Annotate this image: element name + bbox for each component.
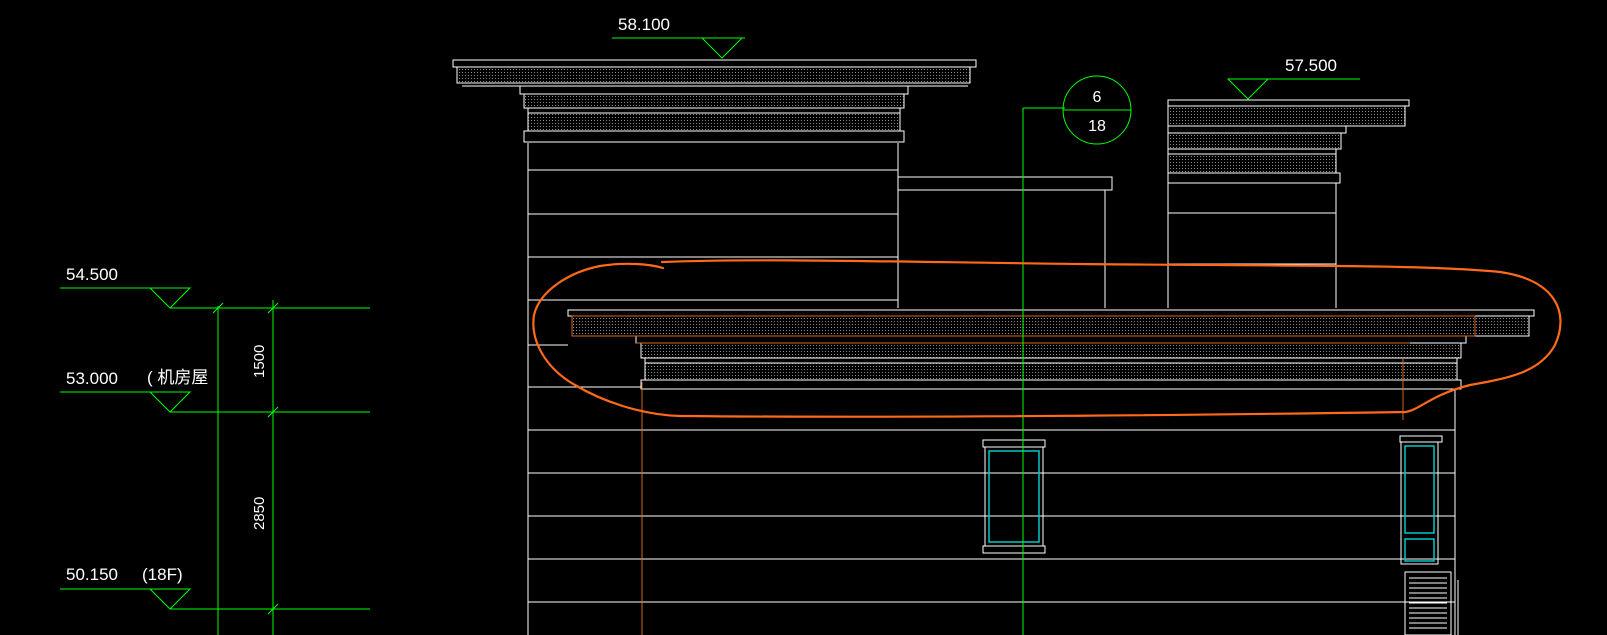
markup-circle bbox=[532, 259, 1562, 418]
right-window-head bbox=[1399, 435, 1443, 443]
level-label-54500: 54.500 bbox=[66, 265, 118, 284]
long-cornice-band-1 bbox=[571, 315, 1530, 337]
grid-bubble-bottom: 18 bbox=[1088, 118, 1106, 135]
right-window-glass-lower bbox=[1404, 538, 1435, 562]
tower-cornice-band-2 bbox=[519, 85, 909, 95]
tower-cornice-band-4 bbox=[527, 107, 901, 114]
tower-cornice-band-6 bbox=[523, 130, 905, 143]
long-cornice-band-4 bbox=[644, 357, 1458, 364]
right-cornice-band-1 bbox=[1167, 105, 1406, 127]
window-glazing bbox=[988, 445, 1435, 562]
louver-slats bbox=[1409, 577, 1447, 629]
level-label-58100: 58.100 bbox=[618, 15, 670, 34]
dimension-tick bbox=[212, 302, 224, 314]
middle-block-cap bbox=[897, 176, 1113, 191]
grid-bubble-top: 6 bbox=[1093, 89, 1102, 106]
long-cornice-cap bbox=[567, 309, 1535, 317]
tower-cornice-band-1 bbox=[456, 66, 971, 84]
right-cornice-band-3 bbox=[1167, 132, 1342, 150]
level-triangle-53000 bbox=[148, 391, 192, 413]
long-cornice-band-6 bbox=[640, 379, 1462, 390]
center-window-glass bbox=[988, 450, 1040, 543]
center-window-head bbox=[982, 439, 1046, 448]
right-cornice-band-4 bbox=[1167, 148, 1337, 155]
dimension-tick bbox=[267, 603, 279, 615]
right-cornice-band-6 bbox=[1167, 172, 1341, 184]
right-cornice-band-5 bbox=[1167, 153, 1337, 174]
level-label-57500: 57.500 bbox=[1285, 56, 1337, 75]
level-annotations bbox=[60, 287, 370, 635]
level-triangle-58100 bbox=[700, 37, 744, 59]
level-triangle-57500 bbox=[1226, 78, 1270, 100]
grid-axis bbox=[1022, 75, 1132, 635]
level-note-18f: (18F) bbox=[142, 565, 183, 584]
tower-cornice-band-5 bbox=[527, 112, 901, 132]
right-cornice-band-2 bbox=[1167, 125, 1347, 134]
right-cornice-cap bbox=[1167, 99, 1410, 107]
level-label-53000: 53.000 bbox=[66, 369, 118, 388]
right-window-glass-upper bbox=[1404, 445, 1435, 534]
tower-cornice-band-3 bbox=[523, 93, 905, 109]
long-cornice-band-2 bbox=[635, 335, 1467, 344]
center-window-outer bbox=[984, 446, 1044, 547]
roof-level-markers bbox=[612, 37, 1360, 100]
level-labels: 54.500 53.000 ( 机房屋 50.150 (18F) 1500 28… bbox=[66, 265, 268, 584]
tower-cornice-cap bbox=[452, 59, 977, 68]
dimension-tick bbox=[267, 406, 279, 418]
dimension-label-lower: 2850 bbox=[251, 497, 268, 530]
long-cornice-band-3 bbox=[640, 342, 1462, 359]
level-triangle-50150 bbox=[148, 588, 192, 610]
right-window-frame bbox=[1400, 441, 1439, 565]
building-elevation bbox=[452, 59, 1535, 635]
center-window-sill bbox=[982, 545, 1046, 554]
long-cornice-band-5 bbox=[644, 362, 1458, 381]
dimension-label-upper: 1500 bbox=[251, 345, 268, 378]
level-triangle-54500 bbox=[148, 287, 192, 309]
level-note-machine-room: ( 机房屋 bbox=[147, 368, 208, 387]
louver-frame bbox=[1404, 571, 1452, 635]
dimension-tick bbox=[267, 302, 279, 314]
level-label-50150: 50.150 bbox=[66, 565, 118, 584]
